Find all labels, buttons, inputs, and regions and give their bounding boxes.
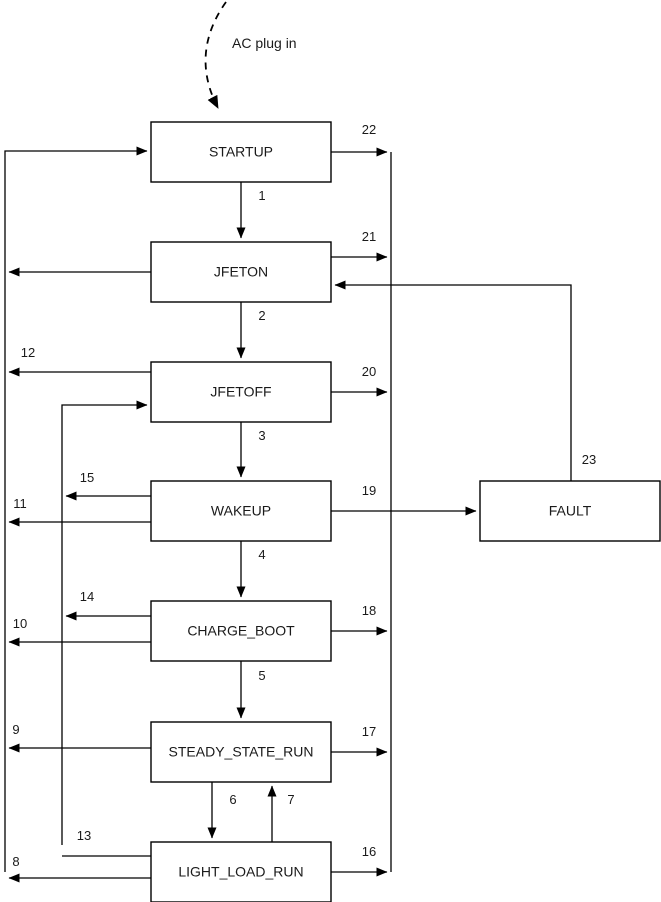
ac-plug-in-annotation: AC plug in — [204, 1, 297, 109]
state-label-steady-state-run: STEADY_STATE_RUN — [169, 744, 314, 760]
state-label-startup: STARTUP — [209, 144, 273, 160]
fault-transitions — [331, 147, 572, 877]
state-node-steady-state-run[interactable]: STEADY_STATE_RUN — [150, 721, 332, 783]
transition-label-18: 18 — [362, 603, 376, 618]
transition-label-20: 20 — [362, 364, 376, 379]
mid-return-bus — [61, 400, 148, 845]
left-return-transitions — [8, 267, 151, 883]
transition-label-16: 16 — [362, 844, 376, 859]
transition-label-4: 4 — [258, 547, 265, 562]
transition-label-17: 17 — [362, 724, 376, 739]
transition-label-9: 9 — [12, 722, 19, 737]
state-box-jfeton[interactable] — [150, 241, 332, 303]
transition-label-7: 7 — [287, 792, 294, 807]
transition-label-12: 12 — [21, 345, 35, 360]
state-label-charge-boot: CHARGE_BOOT — [187, 623, 295, 639]
state-box-fault[interactable] — [479, 480, 661, 542]
state-box-wakeup[interactable] — [150, 480, 332, 542]
transition-label-15: 15 — [80, 470, 94, 485]
state-nodes: STARTUP JFETON JFETOFF WAKEUP CHARGE_BOO… — [150, 121, 661, 902]
bus-lines — [4, 146, 392, 872]
transition-label-5: 5 — [258, 668, 265, 683]
state-label-wakeup: WAKEUP — [211, 503, 271, 519]
state-box-charge-boot[interactable] — [150, 600, 332, 662]
left-return-bus — [4, 146, 148, 872]
state-box-light-load-run[interactable] — [150, 841, 332, 902]
transition-label-6: 6 — [229, 792, 236, 807]
transition-label-21: 21 — [362, 229, 376, 244]
transition-23-line — [334, 280, 572, 481]
transition-label-13: 13 — [77, 828, 91, 843]
state-node-jfetoff[interactable]: JFETOFF — [150, 361, 332, 423]
state-label-fault: FAULT — [549, 503, 592, 519]
state-node-jfeton[interactable]: JFETON — [150, 241, 332, 303]
ac-plug-in-arrow — [204, 1, 227, 109]
transition-labels: 1 2 3 4 5 6 7 8 9 10 11 12 13 14 15 16 1… — [12, 122, 596, 869]
transition-label-11: 11 — [13, 496, 27, 511]
state-label-jfeton: JFETON — [214, 264, 268, 280]
mid-return-transitions — [62, 491, 151, 857]
state-node-wakeup[interactable]: WAKEUP — [150, 480, 332, 542]
transition-label-14: 14 — [80, 589, 94, 604]
transition-label-1: 1 — [258, 188, 265, 203]
state-node-fault[interactable]: FAULT — [479, 480, 661, 542]
transition-label-22: 22 — [362, 122, 376, 137]
transition-label-23: 23 — [582, 452, 596, 467]
transition-label-10: 10 — [13, 616, 27, 631]
state-node-light-load-run[interactable]: LIGHT_LOAD_RUN — [150, 841, 332, 902]
state-node-startup[interactable]: STARTUP — [150, 121, 332, 183]
sequential-transitions — [207, 182, 277, 842]
state-label-light-load-run: LIGHT_LOAD_RUN — [178, 864, 303, 880]
transition-label-19: 19 — [362, 483, 376, 498]
ac-plug-in-label: AC plug in — [232, 35, 297, 51]
transition-label-3: 3 — [258, 428, 265, 443]
state-label-jfetoff: JFETOFF — [210, 384, 271, 400]
state-box-jfetoff[interactable] — [150, 361, 332, 423]
transition-label-2: 2 — [258, 308, 265, 323]
state-box-steady-state-run[interactable] — [150, 721, 332, 783]
state-node-charge-boot[interactable]: CHARGE_BOOT — [150, 600, 332, 662]
state-box-startup[interactable] — [150, 121, 332, 183]
transition-label-8: 8 — [12, 854, 19, 869]
